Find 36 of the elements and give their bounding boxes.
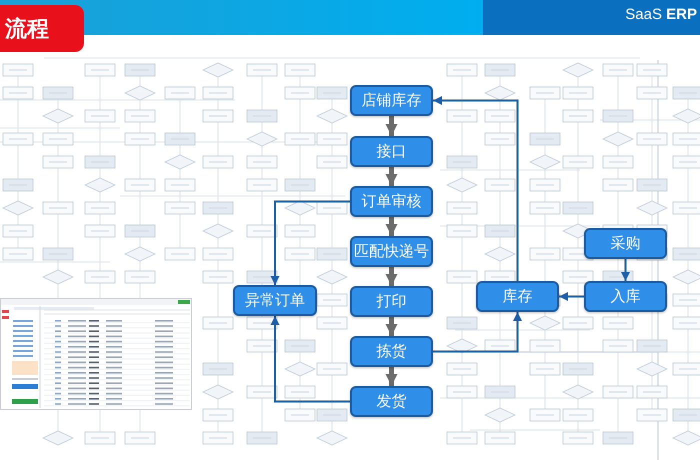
node-label: 入库 xyxy=(610,289,640,304)
node-label: 匹配快递号 xyxy=(354,244,429,259)
arrow xyxy=(386,267,398,286)
node-label: 订单审核 xyxy=(362,194,422,209)
process-box xyxy=(350,336,433,367)
process-box xyxy=(350,136,433,167)
arrow xyxy=(386,116,398,136)
title-text: 流程 xyxy=(5,18,49,40)
process-box xyxy=(476,281,559,312)
arrow xyxy=(559,292,584,301)
process-box xyxy=(233,285,317,316)
process-box xyxy=(350,286,433,317)
arrow xyxy=(270,200,350,285)
process-box xyxy=(350,386,433,417)
node-label: 库存 xyxy=(502,289,532,304)
process-box xyxy=(584,281,667,312)
arrow xyxy=(386,367,398,386)
node-label: 发货 xyxy=(376,394,406,409)
arrow xyxy=(433,96,518,281)
process-box xyxy=(350,236,433,267)
arrow xyxy=(270,316,350,402)
arrow xyxy=(386,167,398,186)
arrow xyxy=(621,259,630,281)
arrow xyxy=(386,317,398,336)
arrow xyxy=(386,217,398,236)
header-text: SaaS ERP xyxy=(625,6,697,25)
node-label: 拣货 xyxy=(376,344,406,359)
node-label: 异常订单 xyxy=(245,293,305,308)
node-label: 打印 xyxy=(376,294,406,309)
node-label: 接口 xyxy=(376,144,406,159)
node-label: 采购 xyxy=(610,236,640,251)
arrow xyxy=(433,312,522,352)
process-box xyxy=(584,228,667,259)
node-label: 店铺库存 xyxy=(362,93,422,108)
process-box xyxy=(350,85,433,116)
process-box xyxy=(350,186,433,217)
